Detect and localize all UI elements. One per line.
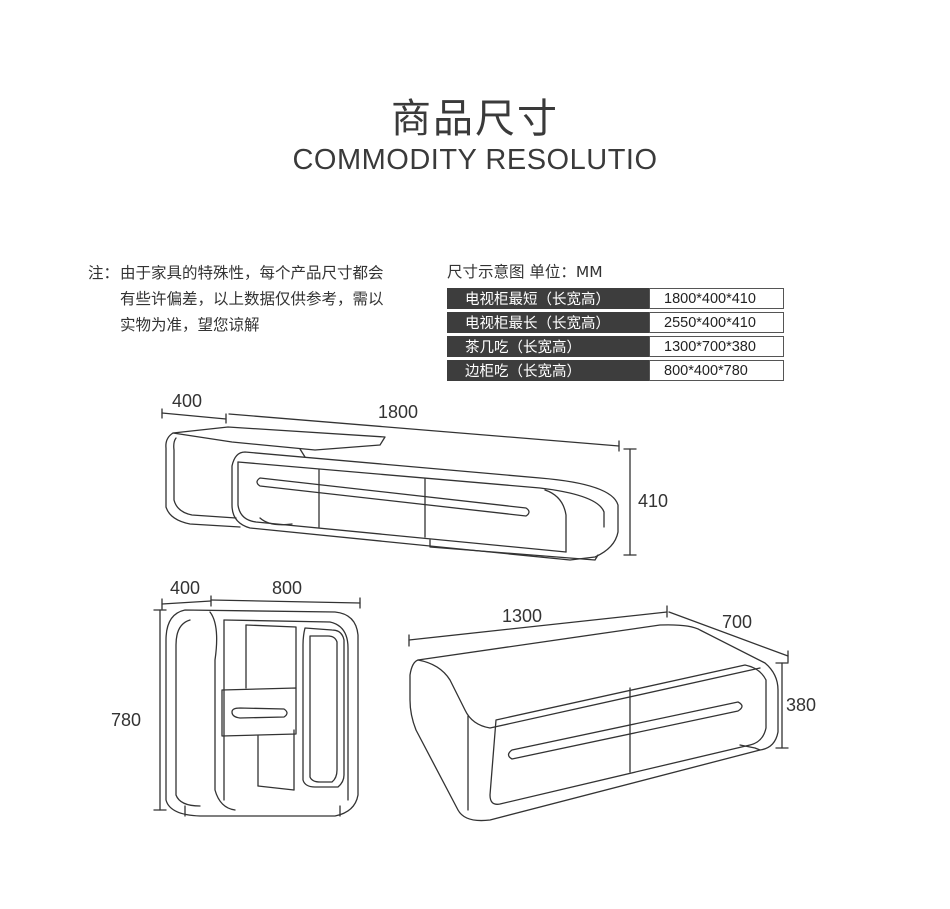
spec-label: 茶几吃（长宽高） (447, 336, 649, 357)
tv-cabinet-drawing: 400 1800 410 (161, 391, 668, 561)
spec-value: 1300*700*380 (649, 336, 784, 357)
spec-table: 电视柜最短（长宽高） 1800*400*410 电视柜最长（长宽高） 2550*… (447, 285, 784, 384)
drawer-handle (256, 477, 530, 517)
spec-value: 800*400*780 (649, 360, 784, 381)
drawer-handle (507, 701, 743, 760)
page-subtitle: COMMODITY RESOLUTIO (292, 144, 658, 176)
spec-value: 1800*400*410 (649, 288, 784, 309)
spec-value: 2550*400*410 (649, 312, 784, 333)
depth-dimension-line (161, 600, 212, 605)
disclaimer-note: 注： 由于家具的特殊性，每个产品尺寸都会 有些许偏差，以上数据仅供参考，需以 实… (88, 260, 418, 338)
side-depth-label: 400 (170, 578, 200, 598)
spec-row: 电视柜最长（长宽高） 2550*400*410 (447, 312, 784, 333)
drawer-handle (231, 707, 288, 719)
length-dimension-line (408, 611, 668, 641)
tv-height-label: 410 (638, 491, 668, 511)
note-line: 由于家具的特殊性，每个产品尺寸都会 (120, 264, 384, 282)
depth-dimension-line (161, 412, 227, 420)
cabinet-body (231, 451, 619, 561)
spec-row: 电视柜最短（长宽高） 1800*400*410 (447, 288, 784, 309)
table-width-label: 700 (722, 612, 752, 632)
cabinet-shell (165, 609, 359, 817)
table-height-label: 380 (786, 695, 816, 715)
table-body (409, 624, 779, 822)
side-cabinet-drawing: 400 800 780 (111, 578, 361, 817)
spec-heading: 尺寸示意图 单位：MM (447, 263, 603, 281)
side-height-label: 780 (111, 710, 141, 730)
side-width-label: 800 (272, 578, 302, 598)
tv-length-label: 1800 (378, 402, 418, 422)
spec-row: 边柜吃（长宽高） 800*400*780 (447, 360, 784, 381)
tv-depth-label: 400 (172, 391, 202, 411)
spec-row: 茶几吃（长宽高） 1300*700*380 (447, 336, 784, 357)
table-length-label: 1300 (502, 606, 542, 626)
width-dimension-line (668, 611, 789, 657)
width-dimension-line (210, 599, 361, 604)
note-line: 实物为准，望您谅解 (120, 316, 260, 334)
note-prefix: 注： (88, 264, 120, 282)
page-title: 商品尺寸 (391, 96, 559, 142)
coffee-table-drawing: 1300 700 380 (408, 605, 816, 822)
spec-label: 边柜吃（长宽高） (447, 360, 649, 381)
spec-label: 电视柜最短（长宽高） (447, 288, 649, 309)
note-line: 有些许偏差，以上数据仅供参考，需以 (120, 290, 384, 308)
spec-label: 电视柜最长（长宽高） (447, 312, 649, 333)
length-dimension-line (228, 413, 620, 447)
cabinet-door (302, 627, 345, 788)
